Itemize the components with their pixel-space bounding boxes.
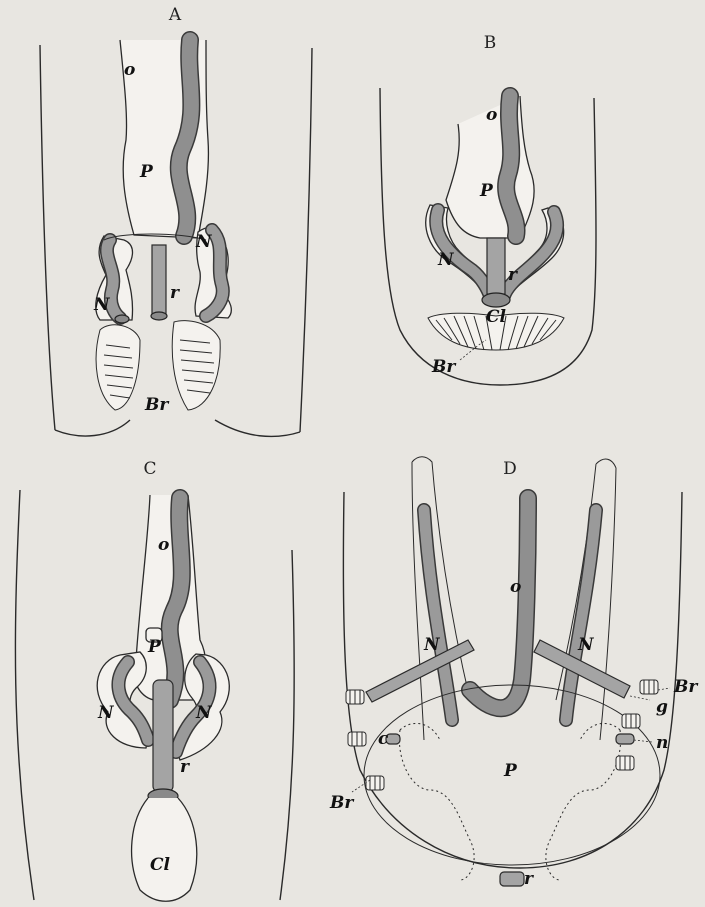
panel-d-gonoduct-left	[366, 640, 474, 702]
panel-d: D	[329, 457, 698, 889]
panel-a-label-n-right: N	[195, 232, 213, 252]
panel-d-label-br-right: Br	[673, 677, 698, 697]
panel-a-label-o: o	[124, 60, 135, 80]
panel-d-label-c: c	[378, 729, 389, 749]
panel-b-label-cl: Cl	[486, 307, 507, 327]
panel-d-rectum	[500, 872, 524, 886]
panel-c: C o P N N r Cl	[15, 459, 294, 901]
panel-b-cloaca-opening	[482, 293, 510, 307]
panel-c-rectum	[153, 680, 173, 792]
panel-a-tail-outline	[55, 420, 300, 436]
panel-c-cloaca	[132, 798, 197, 901]
panel-d-label-n-left: N	[423, 635, 441, 655]
panel-d-label-br-left: Br	[329, 793, 354, 813]
panel-b-label-r: r	[508, 265, 518, 285]
panel-a-label-r: r	[170, 283, 180, 303]
panel-d-label-g: g	[656, 697, 668, 717]
panel-d-side-pore	[616, 734, 634, 744]
panel-d-label-p: P	[503, 761, 518, 781]
panel-b-label-p: P	[479, 181, 494, 201]
panel-d-label-o: o	[510, 577, 521, 597]
panel-d-label-r: r	[524, 869, 534, 889]
panel-a-title: A	[168, 5, 182, 25]
panel-b-label-br: Br	[431, 357, 456, 377]
panel-b: B o P N r Cl Br	[380, 33, 596, 385]
panel-c-label-r: r	[180, 757, 190, 777]
panel-b-title: B	[484, 33, 497, 53]
panel-a: A o P N N r Br	[40, 5, 312, 436]
panel-b-gut	[506, 96, 516, 236]
panel-d-label-n-right: N	[577, 635, 595, 655]
panel-c-label-p: P	[147, 637, 162, 657]
panel-d-label-n-lower: n	[656, 733, 668, 753]
panel-d-loop-left	[412, 457, 470, 740]
panel-b-rectum	[487, 238, 505, 294]
panel-a-rectum	[152, 245, 166, 315]
panel-a-label-p: P	[139, 162, 154, 182]
panel-c-title: C	[143, 459, 156, 479]
panel-c-label-n-right: N	[195, 703, 213, 723]
panel-c-label-o: o	[158, 535, 169, 555]
panel-a-label-br: Br	[144, 395, 169, 415]
panel-d-dotted-nephr-left	[399, 723, 474, 880]
panel-c-label-n-left: N	[97, 703, 115, 723]
panel-b-label-n: N	[437, 250, 455, 270]
panel-d-title: D	[503, 459, 517, 479]
panel-a-label-n-left: N	[93, 295, 111, 315]
panel-b-label-o: o	[486, 105, 497, 125]
panel-c-label-cl: Cl	[150, 855, 171, 875]
